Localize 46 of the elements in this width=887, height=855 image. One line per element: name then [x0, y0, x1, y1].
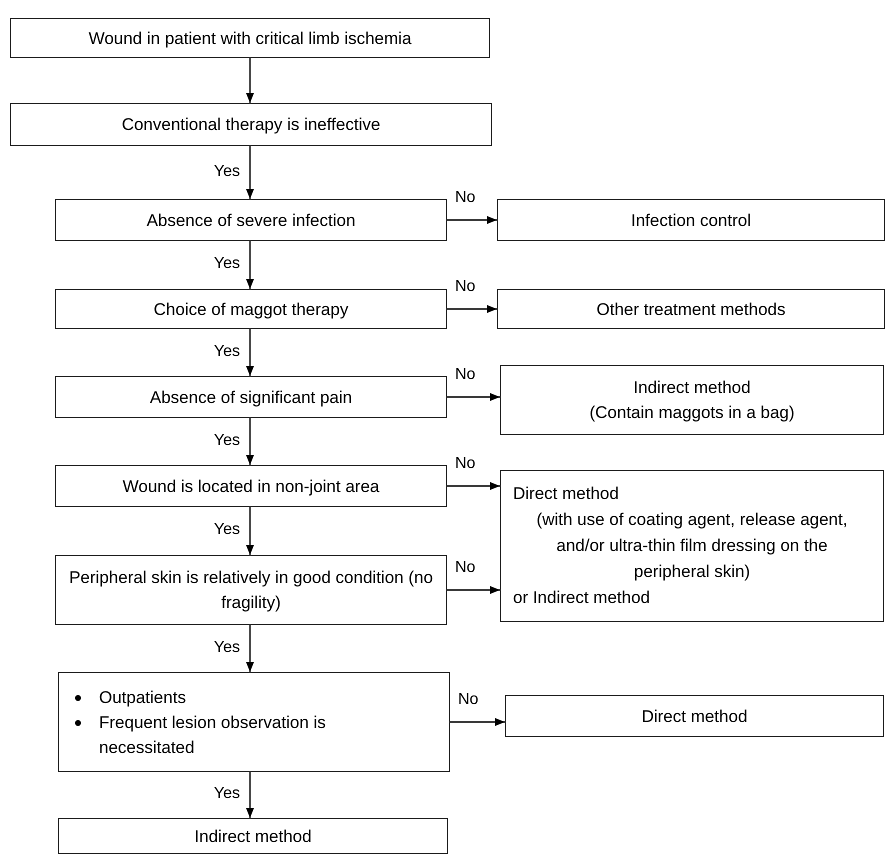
- box-text: Indirect method: [194, 826, 312, 848]
- arrow: [447, 305, 497, 313]
- process-box: [500, 470, 884, 622]
- box-text: (with use of coating agent, release agent, and/or ultra-thin film dressing on the peripheral skin): [536, 509, 848, 583]
- box-text: Indirect method: [633, 377, 751, 399]
- process-box: [55, 465, 447, 507]
- process-box: [55, 376, 447, 418]
- process-box: [500, 365, 884, 435]
- box-text: Absence of significant pain: [150, 386, 352, 408]
- box-text: Other treatment methods: [596, 298, 786, 320]
- box-text: Infection control: [630, 210, 751, 232]
- process-box: [497, 199, 885, 241]
- arrow: [246, 507, 254, 555]
- arrow: [447, 482, 500, 490]
- process-box: [55, 199, 447, 241]
- box-text: or Indirect method: [513, 587, 652, 609]
- arrow: [246, 241, 254, 289]
- arrow: [450, 718, 505, 726]
- process-box: [55, 289, 447, 329]
- arrow: [447, 216, 497, 224]
- box-text: Wound in patient with critical limb ischemia: [88, 28, 412, 50]
- process-box: [58, 818, 448, 854]
- box-text: Wound is located in non-joint area: [122, 476, 380, 498]
- list-item-text: Outpatients: [99, 686, 186, 708]
- arrow: [246, 146, 254, 199]
- arrow: [447, 586, 500, 594]
- box-text: Absence of severe infection: [146, 210, 356, 232]
- arrow: [246, 329, 254, 376]
- process-box: [10, 103, 492, 146]
- process-box: [497, 289, 885, 329]
- arrow: [447, 393, 500, 401]
- list-item-text: Frequent lesion observation is necessitated: [99, 712, 327, 758]
- box-text: Choice of maggot therapy: [154, 298, 348, 320]
- process-box: [58, 672, 450, 772]
- box-text: Direct method: [513, 483, 620, 505]
- arrow: [246, 625, 254, 672]
- process-box: [55, 555, 447, 625]
- arrow: [246, 418, 254, 465]
- arrow: [246, 58, 254, 103]
- process-box: [10, 18, 490, 58]
- box-text: (Contain maggots in a bag): [589, 402, 795, 424]
- arrow: [246, 772, 254, 818]
- box-text: Conventional therapy is ineffective: [122, 114, 380, 136]
- process-box: [505, 695, 884, 737]
- box-text: Peripheral skin is relatively in good condition (no fragility): [68, 567, 434, 614]
- box-text: Direct method: [642, 706, 748, 728]
